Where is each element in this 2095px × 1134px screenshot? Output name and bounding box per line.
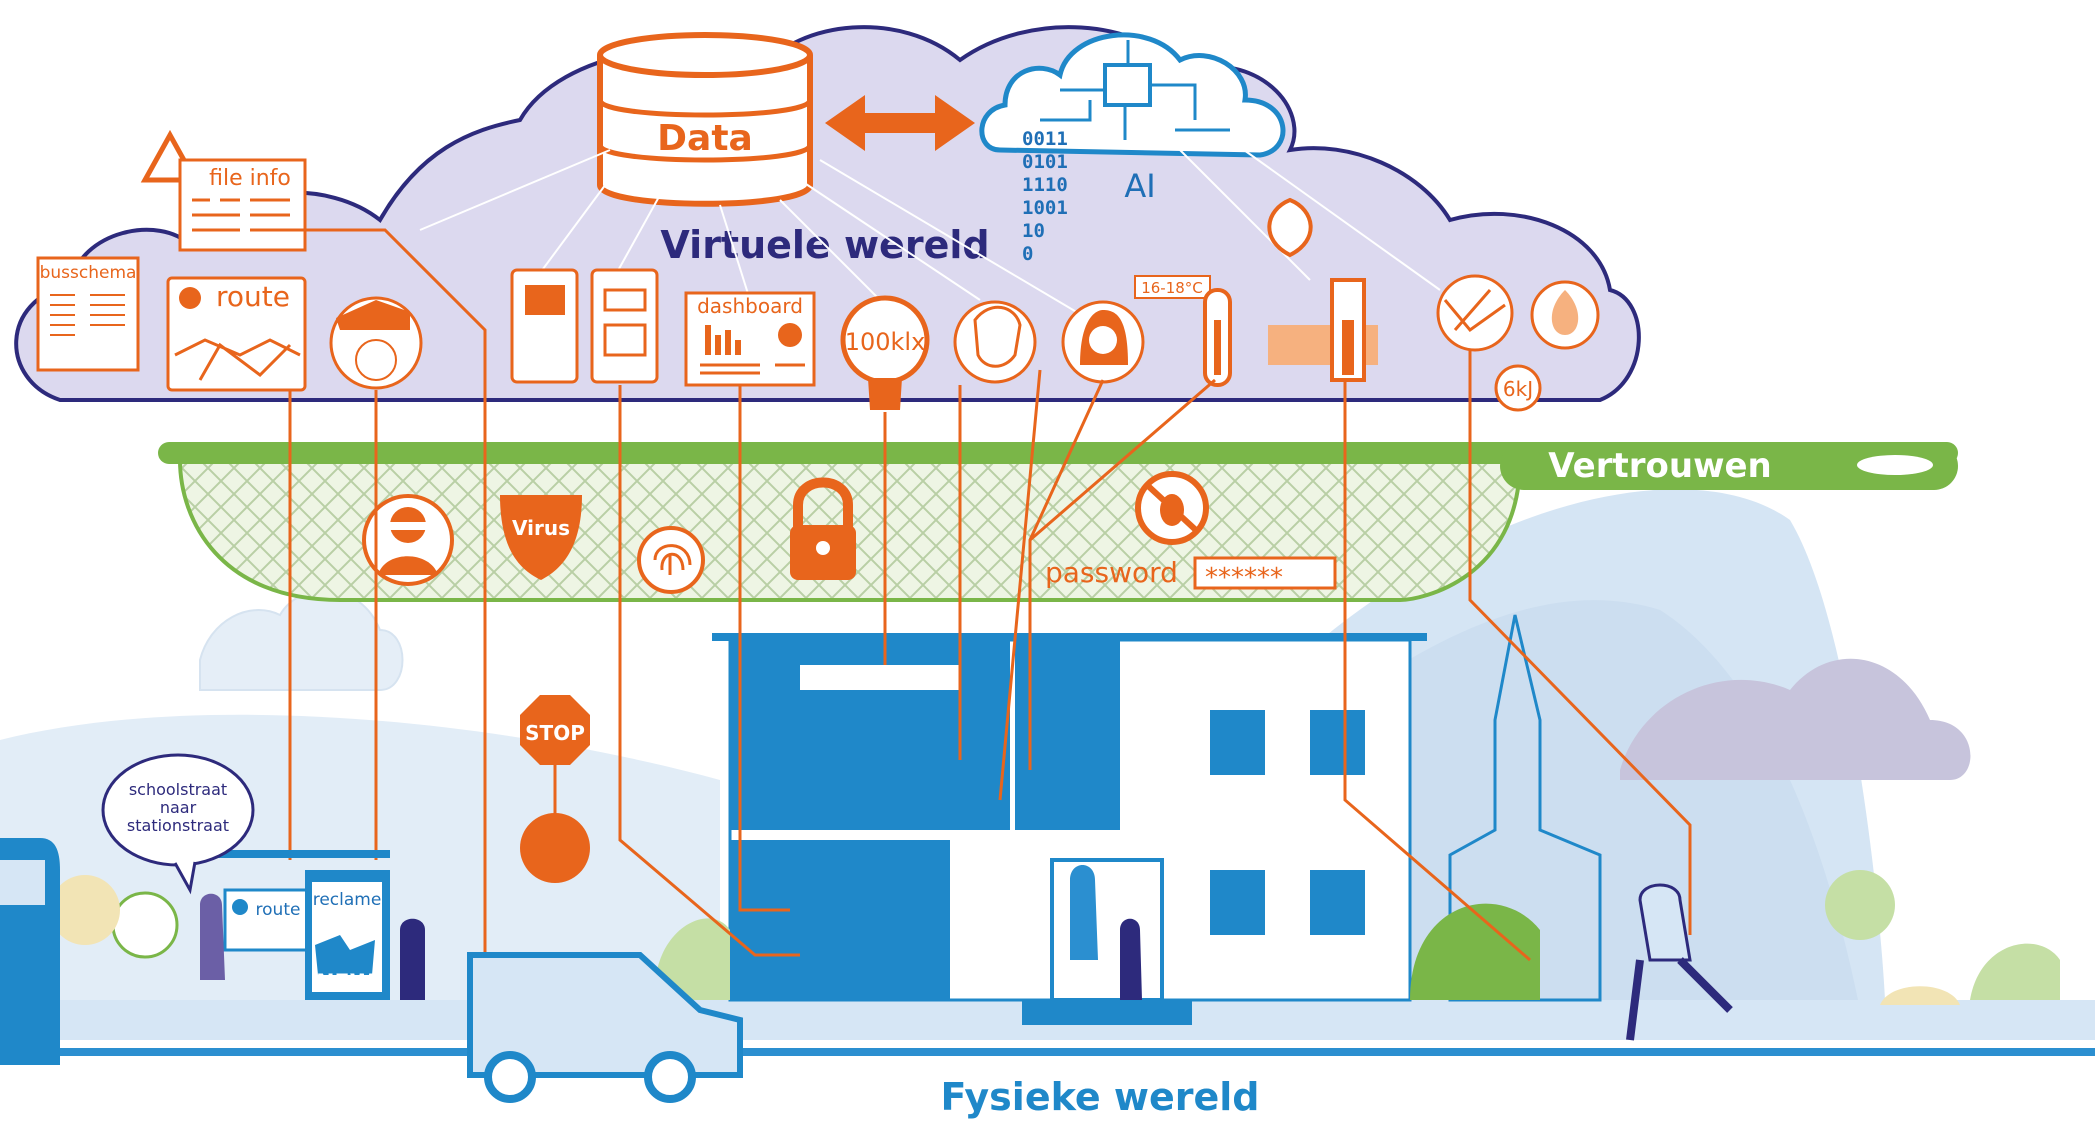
binary-line-5: 10 xyxy=(1022,220,1045,242)
bus-stop: route reclame NEW xyxy=(210,850,390,1000)
data-database[interactable]: Data xyxy=(597,32,813,207)
van xyxy=(467,952,743,1103)
dashboard-label: dashboard xyxy=(697,294,803,318)
trees xyxy=(50,870,2060,1005)
new-badge: NEW xyxy=(316,971,374,996)
woman-face-icon[interactable] xyxy=(1061,300,1145,384)
soil-moisture-icon[interactable] xyxy=(1267,197,1378,382)
busschema-label: busschema xyxy=(40,263,137,283)
route-map-icon[interactable]: route xyxy=(166,276,307,392)
binary-text: 0011 0101 1110 1001 10 0 xyxy=(1022,128,1068,265)
ai-label: AI xyxy=(1124,167,1155,205)
file-info-icon[interactable]: file info xyxy=(140,129,307,252)
route-label: route xyxy=(216,280,290,313)
virus-shield-icon[interactable]: Virus xyxy=(500,495,582,580)
orange-connection-lines xyxy=(250,228,1692,962)
password-label: password xyxy=(1045,556,1178,589)
fingerprint-icon[interactable] xyxy=(637,526,705,594)
binary-line-2: 0101 xyxy=(1022,151,1068,173)
binary-line-1: 0011 xyxy=(1022,128,1068,150)
lux-label: 100klx xyxy=(845,328,926,356)
binary-line-4: 1001 xyxy=(1022,197,1068,219)
stop-label: STOP xyxy=(525,721,585,745)
virus-label: Virus xyxy=(512,516,570,540)
temperature-label: 16-18°C xyxy=(1141,279,1203,297)
dashboard-icon[interactable]: dashboard xyxy=(684,291,816,387)
thermometer-icon[interactable]: 16-18°C xyxy=(1134,275,1232,387)
vending-machine-icon[interactable] xyxy=(510,268,659,384)
padlock-icon[interactable] xyxy=(790,477,856,581)
ai-cloud[interactable]: 0011 0101 1110 1001 10 0 AI xyxy=(979,32,1286,265)
password-value: ****** xyxy=(1205,563,1283,593)
speech-line-3: stationstraat xyxy=(127,816,229,835)
file-info-label: file info xyxy=(209,166,291,191)
building xyxy=(712,633,1427,1025)
password-field[interactable]: password ****** xyxy=(1045,556,1337,593)
anonymous-user-icon[interactable] xyxy=(362,494,454,586)
binary-line-6: 0 xyxy=(1022,243,1033,265)
speech-line-1: schoolstraat xyxy=(129,780,227,799)
energy-icon[interactable]: 6kJ xyxy=(1436,274,1600,412)
tram xyxy=(0,838,60,1065)
speech-line-2: naar xyxy=(160,798,197,817)
reclame-label: reclame xyxy=(313,890,382,910)
energy-label: 6kJ xyxy=(1503,377,1533,401)
speech-bubble: schoolstraat naar stationstraat xyxy=(101,753,255,895)
person-face-icon[interactable] xyxy=(953,300,1037,384)
stop-sign[interactable]: STOP xyxy=(520,695,590,883)
no-bug-icon[interactable] xyxy=(1135,471,1209,545)
people xyxy=(200,865,1733,1041)
busschema-icon[interactable]: busschema xyxy=(36,256,140,372)
data-label: Data xyxy=(657,118,753,159)
hacker-head-icon[interactable] xyxy=(329,296,423,390)
light-bulb-icon[interactable]: 100klx xyxy=(840,295,930,410)
physical-world-title: Fysieke wereld xyxy=(941,1075,1260,1119)
stop-route-label: route xyxy=(256,900,301,920)
trust-title: Vertrouwen xyxy=(1548,446,1772,486)
binary-line-3: 1110 xyxy=(1022,174,1068,196)
double-arrow-icon xyxy=(825,95,975,151)
